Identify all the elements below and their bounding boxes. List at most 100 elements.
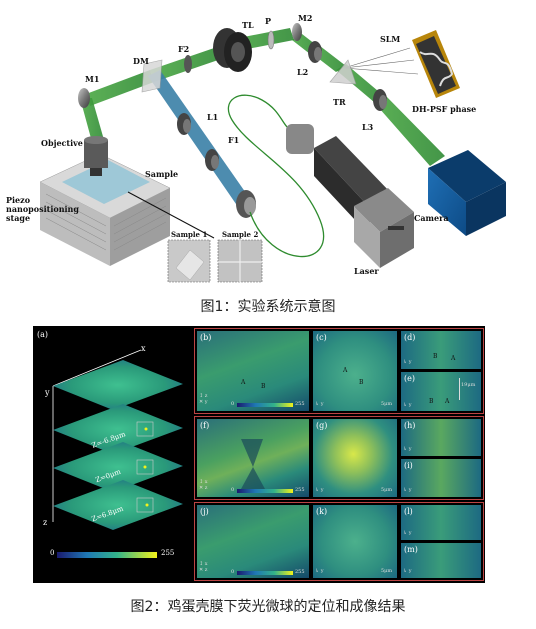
beam-m1-objective <box>80 98 104 142</box>
label-e: (e) <box>404 374 415 383</box>
prism-tr <box>329 59 357 85</box>
label-m: (m) <box>404 545 418 554</box>
axes-l: ↳ y <box>403 530 412 536</box>
axes-b: ↕ z✕ y <box>199 393 208 405</box>
label-piezo: Piezo nanopositioning stage <box>6 195 79 223</box>
label-dm: DM <box>133 56 149 66</box>
label-f1: F1 <box>228 135 240 145</box>
axis-y: y <box>45 388 50 397</box>
label-p: P <box>265 16 272 26</box>
panel-a: (a) x y z Z=-6.8μm Z=0μm Z=6.8μm 0 255 <box>33 326 193 583</box>
colorbar-f-min: 0 <box>231 487 235 493</box>
label-m2: M2 <box>298 13 313 23</box>
label-l: (l) <box>404 507 413 516</box>
label-m1: M1 <box>85 74 100 84</box>
axes-j: ↕ x✕ z <box>199 561 208 573</box>
panel-h: (h) ↳ y <box>401 419 481 456</box>
label-sample2: Sample 2 <box>222 230 259 239</box>
label-camera: Camera <box>414 213 449 223</box>
axes-f: ↕ x✕ z <box>199 479 208 491</box>
label-h: (h) <box>404 421 416 430</box>
panel-c: (c) A B 5μm ↳ y <box>313 331 397 411</box>
slice-minus <box>53 404 183 454</box>
marker-d-b: B <box>433 353 438 360</box>
label-c: (c) <box>316 333 327 342</box>
axes-i: ↳ y <box>403 487 412 493</box>
laser-body <box>314 136 392 208</box>
slice-top <box>53 360 183 410</box>
row3-frame <box>194 502 484 581</box>
sample-pointer <box>127 191 215 239</box>
row2-frame <box>194 416 484 500</box>
label-i: (i) <box>404 461 413 470</box>
panel-g: (g) 5μm ↳ y <box>313 419 397 497</box>
panel-l: (l) ↳ y <box>401 505 481 540</box>
label-sample: Sample <box>145 169 179 179</box>
label-laser: Laser <box>354 266 379 276</box>
marker-c-a: A <box>343 367 348 374</box>
setup-diagram <box>39 23 506 283</box>
dichroic-mirror <box>141 59 163 93</box>
label-slm: SLM <box>380 34 401 44</box>
beam-excitation <box>148 70 248 204</box>
scale-g: 5μm <box>381 487 393 493</box>
marker-c-b: B <box>359 379 364 386</box>
colorbar-j-min: 0 <box>231 569 235 575</box>
colorbar-b <box>237 403 293 407</box>
marker-b-a: A <box>241 379 246 386</box>
camera-box <box>428 150 506 202</box>
colorbar-f-max: 255 <box>295 487 305 493</box>
marker-e-a: A <box>445 398 450 405</box>
label-sample1: Sample 1 <box>171 230 208 239</box>
colorbar-a-min: 0 <box>50 549 55 557</box>
objective-lens <box>84 140 108 168</box>
row1-frame <box>194 328 484 414</box>
label-tl: TL <box>242 20 254 30</box>
filter-f2 <box>184 55 192 73</box>
axes-h: ↳ y <box>403 446 412 452</box>
axes-m: ↳ y <box>403 568 412 574</box>
axes-g: ↳ y <box>315 487 324 493</box>
label-l3: L3 <box>362 122 374 132</box>
colorbar-a-max: 255 <box>161 549 175 557</box>
axes-e: ↳ y <box>403 402 412 408</box>
label-d: (d) <box>404 333 416 342</box>
panel-k: (k) 5μm ↳ y <box>313 505 397 578</box>
axis-x: x <box>141 344 146 353</box>
colorbar-j-max: 255 <box>295 569 305 575</box>
label-l1: L1 <box>207 112 219 122</box>
marker-d-a: A <box>451 355 456 362</box>
label-f: (f) <box>200 421 210 430</box>
sample-plate <box>62 160 150 204</box>
colorbar-a <box>57 552 157 558</box>
panel-i: (i) ↳ y <box>401 459 481 497</box>
label-g: (g) <box>316 421 328 430</box>
colorbar-j <box>237 571 293 575</box>
beam-camera <box>372 94 445 166</box>
optical-fiber <box>227 94 325 258</box>
beam-m1-dm <box>86 70 154 106</box>
scale-k: 5μm <box>381 568 393 574</box>
axes-k: ↳ y <box>315 568 324 574</box>
laser-cylinder <box>286 124 314 154</box>
panel-e: (e) B A 19μm ↳ y <box>401 372 481 411</box>
panel-m: (m) ↳ y <box>401 543 481 578</box>
label-b: (b) <box>200 333 212 342</box>
panel-b: (b) A B 0 255 ↕ z✕ y <box>197 331 309 411</box>
label-f2: F2 <box>178 44 190 54</box>
figure-1: TL P M2 SLM F2 DM M1 L2 TR DH-PSF phase … <box>0 0 536 290</box>
figure2-caption: 图2：鸡蛋壳膜下荧光微球的定位和成像结果 <box>130 599 406 615</box>
panel-d: (d) B A ↳ y <box>401 331 481 369</box>
label-k: (k) <box>316 507 328 516</box>
colorbar-f <box>237 489 293 493</box>
label-objective: Objective <box>41 138 83 148</box>
slice-plus <box>53 480 183 530</box>
scale-e-19um: 19μm <box>461 382 476 388</box>
panel-f: (f) 0 255 ↕ x✕ z <box>197 419 309 497</box>
label-j: (j) <box>200 507 209 516</box>
mirror-m2 <box>292 23 302 41</box>
colorbar-b-max: 255 <box>295 401 305 407</box>
label-tr: TR <box>333 97 346 107</box>
label-a: (a) <box>37 330 49 339</box>
polarizer-p <box>267 30 275 50</box>
